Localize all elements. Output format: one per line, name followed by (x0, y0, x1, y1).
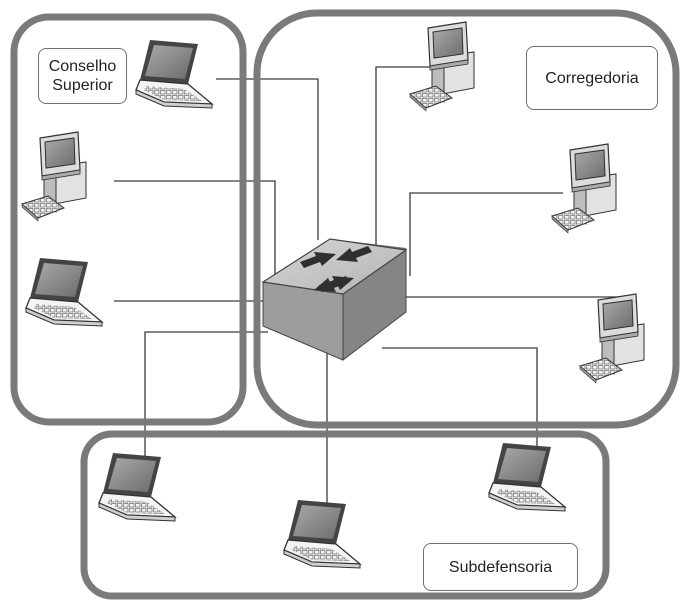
zone-conselho-outline (10, 13, 247, 426)
zone-label-conselho-superior: Conselho Superior (38, 48, 127, 104)
zone-subdefensoria-outline (80, 430, 610, 600)
link-subdefensoria-laptop-3 (382, 347, 538, 457)
link-corregedoria-desktop-1 (375, 66, 435, 250)
zone-label-corregedoria: Corregedoria (526, 46, 658, 110)
subdefensoria-laptop-1-icon (98, 452, 176, 522)
network-switch-icon (261, 238, 408, 362)
subdefensoria-laptop-2-icon (283, 499, 361, 569)
conselho-laptop-2-icon (25, 257, 103, 327)
link-conselho-desktop-1 (114, 180, 276, 282)
link-subdefensoria-laptop-1 (144, 331, 268, 467)
link-corregedoria-desktop-2 (409, 192, 563, 276)
zone-corregedoria-outline (253, 9, 680, 429)
conselho-laptop-1-icon (135, 39, 213, 109)
corregedoria-desktop-2-icon (551, 143, 617, 234)
link-conselho-laptop-1 (216, 78, 319, 240)
zone-label-subdefensoria: Subdefensoria (423, 543, 578, 591)
corregedoria-desktop-3-icon (579, 293, 645, 384)
subdefensoria-laptop-3-icon (488, 442, 566, 512)
conselho-desktop-1-icon (21, 131, 87, 222)
